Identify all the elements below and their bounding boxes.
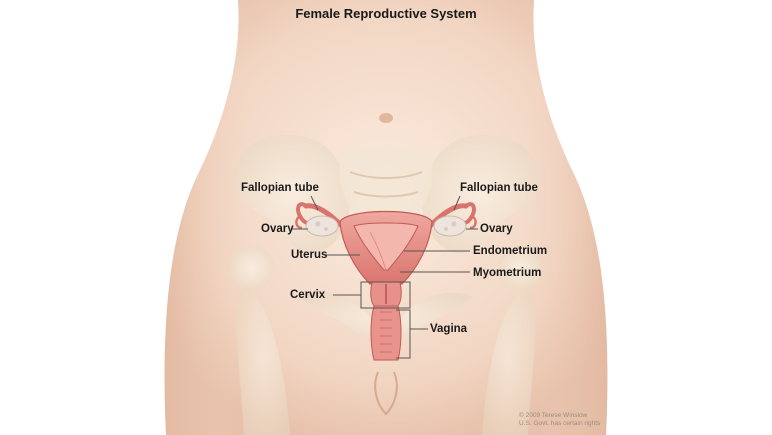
pubic-arch	[300, 292, 472, 342]
diagram-title: Female Reproductive System	[295, 6, 477, 21]
label-cervix: Cervix	[290, 289, 326, 301]
label-ovary-left: Ovary	[261, 223, 294, 235]
navel	[379, 113, 393, 123]
vulva-outline	[374, 371, 398, 416]
femur-left	[236, 286, 290, 435]
copyright-credit: © 2009 Terese Winslow U.S. Govt. has cer…	[519, 412, 600, 428]
ovary-right-shape	[433, 215, 467, 237]
label-uterus: Uterus	[291, 249, 328, 261]
vagina-bracket	[396, 309, 411, 359]
femur-head-left	[230, 246, 274, 290]
label-vagina: Vagina	[430, 323, 468, 335]
label-fallopian-tube-right: Fallopian tube	[460, 182, 538, 194]
femur-right	[482, 286, 536, 435]
label-endometrium: Endometrium	[473, 245, 548, 257]
credit-line-1: © 2009 Terese Winslow	[519, 412, 588, 419]
credit-line-2: U.S. Govt. has certain rights	[519, 420, 601, 427]
femur-head-right	[498, 246, 542, 290]
uterine-cavity	[353, 222, 419, 271]
label-fallopian-tube-left: Fallopian tube	[241, 182, 319, 194]
ovary-left-shape	[305, 215, 339, 237]
vagina-shape	[370, 305, 402, 361]
label-ovary-right: Ovary	[480, 223, 513, 235]
leader-lines	[292, 195, 478, 330]
label-myometrium: Myometrium	[473, 267, 542, 279]
